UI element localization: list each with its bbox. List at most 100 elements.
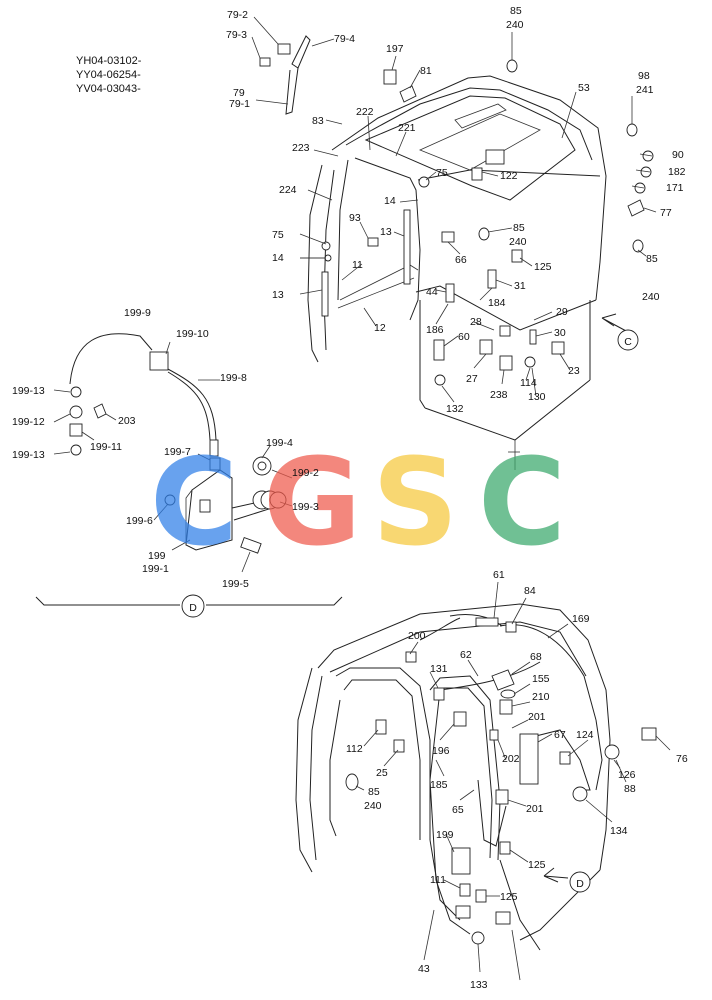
watermark-letter-2: G [263,434,362,573]
part-label: 76 [676,753,688,765]
part-label: 199-7 [164,446,191,458]
part-label: 197 [386,43,404,55]
part-label: 61 [493,569,505,581]
view-marker-d-arrow: D [569,871,591,893]
part-label: 221 [398,122,416,134]
part-label: 224 [279,184,297,196]
part-label: 67 [554,729,566,741]
part-label: 79 [233,87,245,99]
part-label: 83 [312,115,324,127]
part-label: 65 [452,804,464,816]
part-label: 199-6 [126,515,153,527]
part-label: 126 [618,769,636,781]
part-label: 196 [432,745,450,757]
part-label: 25 [376,767,388,779]
part-label: 132 [446,403,464,415]
part-label: 171 [666,182,684,194]
watermark-letter-3: S [372,434,458,573]
part-label: 186 [426,324,444,336]
part-label: 29 [556,306,568,318]
part-label: 14 [272,252,284,264]
part-label: 79-4 [334,33,355,45]
part-label: 90 [672,149,684,161]
part-label: 134 [610,825,628,837]
part-label: 202 [502,753,520,765]
part-label: 199-1 [142,563,169,575]
model-code-1: YH04-03102- [76,55,142,67]
part-label: 201 [528,711,546,723]
part-label: 223 [292,142,310,154]
part-label: 114 [520,377,537,389]
part-label: 185 [430,779,448,791]
part-label: 60 [458,331,470,343]
lower-cab-drawing [295,603,657,981]
watermark-letter-1: C [150,434,238,573]
part-label: 169 [572,613,590,625]
part-label: 210 [532,691,550,703]
part-label: 184 [488,297,506,309]
part-label: 182 [668,166,686,178]
part-label: 199-13 [12,385,45,397]
part-label: 14 [384,195,396,207]
part-label: 31 [514,280,526,292]
part-label: 199 [436,829,454,841]
part-label: 199-3 [292,501,319,513]
part-label: 133 [470,979,488,991]
watermark: C G S C [150,434,566,573]
part-label: 75 [436,167,448,179]
part-label: 112 [346,743,363,755]
part-label: 79-3 [226,29,247,41]
part-label: 13 [380,226,392,238]
watermark-letter-4: C [478,434,566,573]
part-label: 124 [576,729,594,741]
part-label: 125 [528,859,546,871]
part-label: 241 [636,84,654,96]
part-label: 88 [624,783,636,795]
lower-leader-lines [355,581,671,973]
part-label: 130 [528,391,546,403]
part-label: 199-11 [90,441,122,453]
part-label: 240 [506,19,524,31]
part-label: 201 [526,803,544,815]
part-label: 203 [118,415,136,427]
part-label: 122 [500,170,518,182]
part-label: 238 [490,389,508,401]
upper-leader-lines [251,16,657,403]
part-label: 12 [374,322,386,334]
part-label: 155 [532,673,550,685]
view-marker-d-section-letter: D [189,602,197,614]
part-label: 199-12 [12,416,45,428]
part-label: 199-8 [220,372,247,384]
part-label: 44 [426,286,438,298]
part-label: 85 [513,222,525,234]
part-label: 240 [364,800,382,812]
part-label: 81 [420,65,432,77]
part-label: 240 [509,236,527,248]
view-marker-c: C [617,329,639,351]
part-label: 85 [646,253,658,265]
part-label: 93 [349,212,361,224]
part-label: 85 [510,5,522,17]
detail-d-leader-lines [53,341,293,573]
part-label: 30 [554,327,566,339]
part-label: 66 [455,254,467,266]
view-marker-d-arrow-letter: D [576,878,584,890]
part-label: 68 [530,651,542,663]
part-label: 199-5 [222,578,249,590]
part-label: 27 [466,373,478,385]
part-label: 200 [408,630,426,642]
part-label: 125 [500,891,518,903]
part-label: 199-13 [12,449,45,461]
view-marker-c-letter: C [624,336,632,348]
part-label: 199-9 [124,307,151,319]
part-label: 62 [460,649,472,661]
part-label: 125 [534,261,552,273]
part-label: 131 [430,663,448,675]
view-marker-d-section: D [181,594,205,618]
part-label: 75 [272,229,284,241]
upper-cab-drawing [259,35,654,470]
part-label: 240 [642,291,660,303]
model-code-2: YY04-06254- [76,69,141,81]
part-label: 199-2 [292,467,319,479]
part-label: 199-4 [266,437,293,449]
